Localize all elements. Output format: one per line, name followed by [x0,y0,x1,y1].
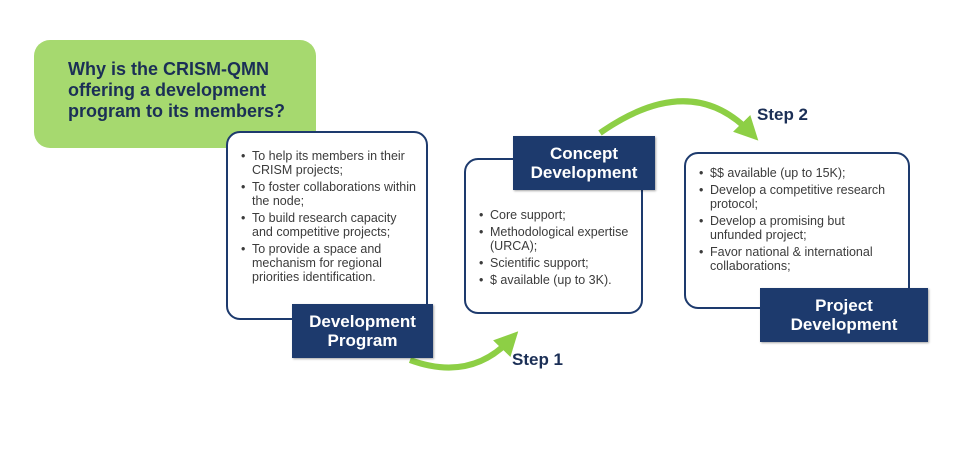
bullet-item: Scientific support; [478,256,633,270]
development-program-card: To help its members in their CRISM proje… [226,131,428,320]
bullet-item: $ available (up to 3K). [478,273,633,287]
bullet-item: To help its members in their CRISM proje… [240,149,416,177]
development-program-bullets: To help its members in their CRISM proje… [240,149,416,284]
label-line: Program [327,331,398,350]
label-line: Project [815,296,873,315]
label-line: Development [530,163,638,182]
project-development-card: $$ available (up to 15K); Develop a comp… [684,152,910,309]
step1-label: Step 1 [512,350,564,369]
bullet-item: Favor national & international collabora… [698,245,900,273]
bullet-item: Core support; [478,208,633,222]
label-line: Development [309,312,416,331]
bullet-item: Develop a competitive research protocol; [698,183,900,211]
step2-label: Step 2 [757,105,809,124]
question-line: Why is the CRISM-QMN [68,59,269,79]
development-program-label: Development Program [292,304,433,358]
project-development-label: Project Development [760,288,928,342]
label-line: Concept [550,144,618,163]
question-line: offering a development [68,80,267,100]
label-line: Development [790,315,898,334]
bullet-item: To provide a space and mechanism for reg… [240,242,416,284]
concept-development-label: Concept Development [513,136,655,190]
question-line: program to its members? [68,101,286,121]
project-development-bullets: $$ available (up to 15K); Develop a comp… [698,166,900,273]
concept-development-bullets: Core support; Methodological expertise (… [478,208,633,287]
bullet-item: $$ available (up to 15K); [698,166,900,180]
step2-arrow [598,98,759,141]
bullet-item: To build research capacity and competiti… [240,211,416,239]
step1-arrow [408,331,519,371]
bullet-item: Methodological expertise (URCA); [478,225,633,253]
question-box: Why is the CRISM-QMN offering a developm… [34,40,316,148]
bullet-item: Develop a promising but unfunded project… [698,214,900,242]
bullet-item: To foster collaborations within the node… [240,180,416,208]
